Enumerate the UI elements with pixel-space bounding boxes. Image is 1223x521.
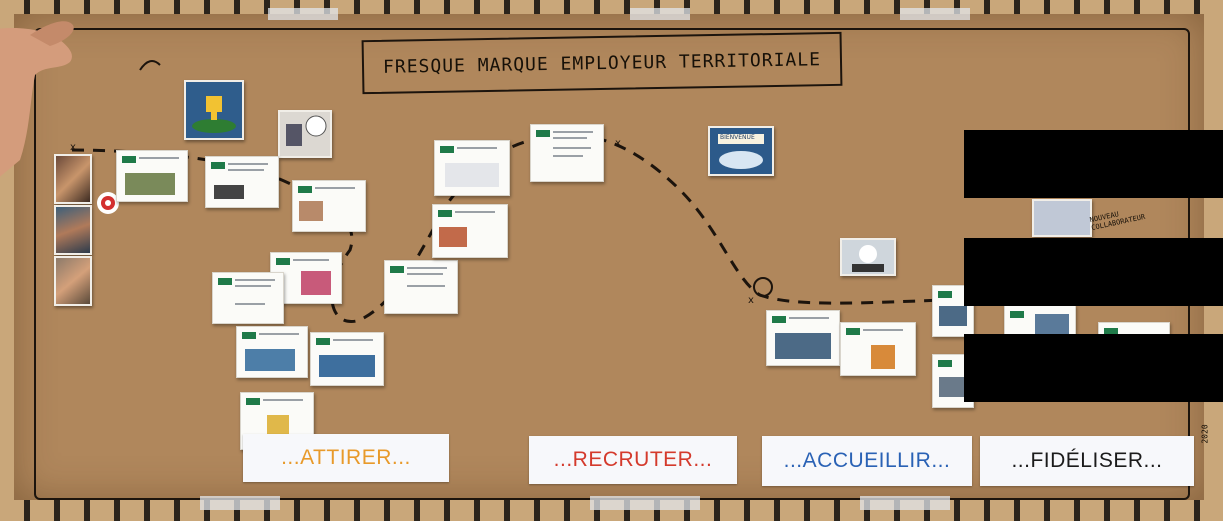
slide-card [384, 260, 458, 314]
hand-pointing [0, 21, 74, 177]
slide-card [205, 156, 279, 208]
slide-card [434, 140, 510, 196]
slide-card [116, 150, 188, 202]
slide-card [310, 332, 384, 386]
welcome-poster: BIENVENUE [708, 126, 774, 176]
tape [200, 496, 280, 510]
slide-card [766, 310, 840, 366]
photo-family [54, 154, 92, 204]
target-icon [97, 192, 119, 214]
signature: 2020 [1200, 424, 1210, 444]
trophy-illustration [184, 80, 244, 140]
svg-text:x: x [748, 295, 754, 306]
slide-card [840, 322, 916, 376]
tape [590, 496, 700, 510]
slide-card [212, 272, 284, 324]
tape [860, 496, 950, 510]
svg-text:x: x [615, 138, 621, 149]
tape [900, 8, 970, 20]
smiley-icon [753, 277, 773, 297]
tape [630, 8, 690, 20]
avatar-illustration [840, 238, 896, 276]
question-illustration [278, 110, 332, 158]
slide-card [530, 124, 604, 182]
stage-accueillir: ...ACCUEILLIR... [762, 436, 972, 486]
redacted-area [964, 334, 1223, 402]
redacted-area [964, 130, 1223, 198]
slide-card [1004, 305, 1076, 339]
tape [268, 8, 338, 20]
slide-card [432, 204, 508, 258]
collab-illustration [1032, 199, 1092, 237]
slide-card [292, 180, 366, 232]
photo-couple [54, 256, 92, 306]
redacted-area [964, 238, 1223, 306]
stage-recruter: ...RECRUTER... [529, 436, 737, 484]
slide-card [236, 326, 308, 378]
svg-text:x: x [70, 142, 76, 153]
stage-fideliser: ...FIDÉLISER... [980, 436, 1194, 486]
stage-attirer: ...ATTIRER... [243, 434, 449, 482]
photo-man-smiling [54, 205, 92, 255]
welcome-poster-label: BIENVENUE [720, 134, 755, 141]
